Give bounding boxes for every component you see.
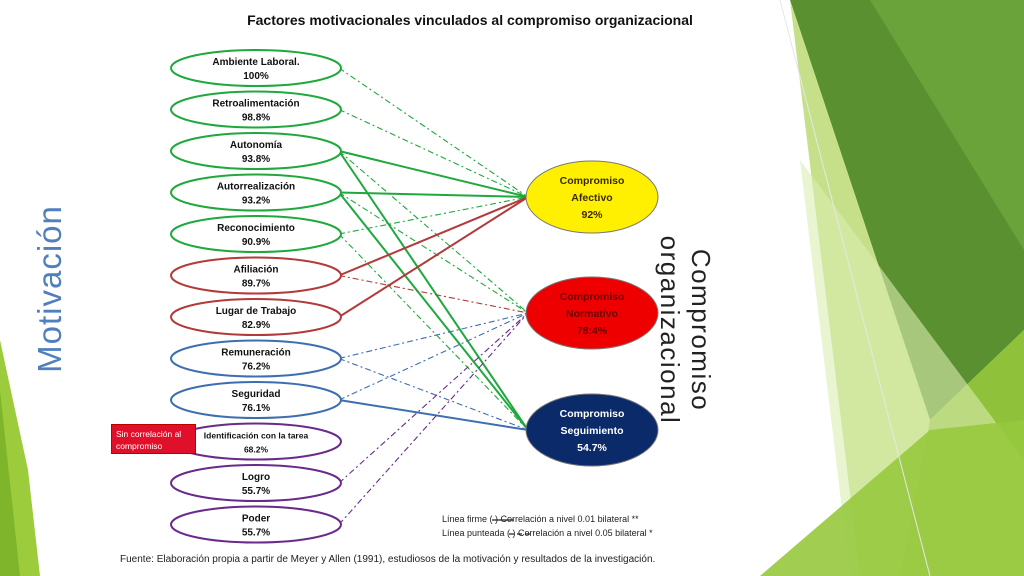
factor-node: Lugar de Trabajo 82.9% <box>170 298 342 336</box>
factor-node: Logro 55.7% <box>170 464 342 502</box>
diagram-title: Factores motivacionales vinculados al co… <box>247 12 693 28</box>
commitment-label: Afectivo <box>571 192 612 204</box>
factor-value: 55.7% <box>242 528 270 539</box>
commitment-label: Normativo <box>566 308 618 320</box>
factor-value: 68.2% <box>244 445 269 455</box>
factor-node: Afiliación 89.7% <box>170 256 342 295</box>
factor-name: Logro <box>242 472 270 483</box>
factor-name: Afiliación <box>233 265 278 276</box>
factor-name: Retroalimentación <box>212 99 299 110</box>
commitment-ellipse <box>525 160 659 234</box>
factor-value: 76.2% <box>242 362 270 373</box>
no-correlation-badge: Sin correlación al compromiso <box>111 424 196 454</box>
commitment-axis-label: Compromiso organizacional <box>655 235 716 425</box>
factor-node: Reconocimiento 90.9% <box>170 215 342 253</box>
commitment-label: Compromiso <box>560 175 625 187</box>
factor-name: Remuneración <box>221 348 290 359</box>
connection-line <box>338 274 529 314</box>
factor-name: Lugar de Trabajo <box>216 306 297 317</box>
connection-line <box>338 233 529 431</box>
bg-right-green-2 <box>870 0 1024 250</box>
factor-name: Reconocimiento <box>217 223 295 234</box>
commitment-ellipse <box>525 276 659 350</box>
factor-node: Seguridad 76.1% <box>170 381 342 419</box>
factor-node: Identificación con la tarea 68.2% <box>170 422 342 461</box>
factor-node: Ambiente Laboral. 100% <box>170 49 342 87</box>
factor-value: 76.1% <box>242 403 270 414</box>
connection-line <box>338 192 529 314</box>
factor-value: 93.2% <box>242 196 270 207</box>
motivation-axis-label: Motivación <box>31 205 68 373</box>
commitment-value: 78:4% <box>577 325 608 337</box>
commitment-label: Seguimiento <box>560 425 623 437</box>
connection-line <box>338 357 529 431</box>
factor-ellipse <box>170 49 342 87</box>
factor-ellipse <box>170 256 342 295</box>
connection-line <box>338 312 529 360</box>
factor-ellipse <box>170 381 342 419</box>
connection-line <box>338 150 529 198</box>
commitment-value: 92% <box>581 209 603 221</box>
factor-name: Autorrealización <box>217 182 295 193</box>
legend-solid: Línea firme ( ) Correlación a nivel 0.01… <box>442 514 639 524</box>
commitment-label: Compromiso <box>560 291 625 303</box>
factor-node: Autorrealización 93.2% <box>170 173 342 212</box>
factor-ellipse <box>170 132 342 170</box>
connection-line <box>338 196 529 277</box>
factor-value: 93.8% <box>242 154 270 165</box>
factor-node: Poder 55.7% <box>170 505 342 544</box>
connection-line <box>338 191 529 198</box>
bg-left-green-shape-2 <box>0 390 20 576</box>
bg-right-bottom-green <box>760 420 1024 576</box>
factor-name: Identificación con la tarea <box>204 431 309 441</box>
connection-line <box>338 191 529 431</box>
factor-value: 82.9% <box>242 320 270 331</box>
commitment-value: 54.7% <box>577 442 607 454</box>
factor-ellipse <box>170 298 342 336</box>
factor-ellipse <box>170 215 342 253</box>
connection-line <box>338 196 529 318</box>
commitment-label: Compromiso <box>560 408 625 420</box>
factor-name: Autonomía <box>230 140 283 151</box>
factor-ellipse <box>170 339 342 378</box>
legend-dashed: Línea punteada ( ) Correlación a nivel 0… <box>442 528 653 538</box>
factor-node: Retroalimentación 98.8% <box>170 90 342 129</box>
factor-value: 89.7% <box>242 279 270 290</box>
factor-value: 90.9% <box>242 237 270 248</box>
connection-line <box>338 399 529 431</box>
factor-node: Autonomía 93.8% <box>170 132 342 170</box>
connection-line <box>338 150 529 431</box>
factor-ellipse <box>170 90 342 129</box>
factor-ellipse <box>170 173 342 212</box>
factor-value: 98.8% <box>242 113 270 124</box>
connection-line <box>338 312 529 401</box>
source-note: Fuente: Elaboración propia a partir de M… <box>120 554 656 565</box>
factor-value: 100% <box>243 71 269 82</box>
bg-thin-line <box>779 0 931 576</box>
connection-line <box>338 312 529 525</box>
factor-value: 55.7% <box>242 486 270 497</box>
connection-line <box>338 312 529 484</box>
factor-node: Remuneración 76.2% <box>170 339 342 378</box>
factor-name: Seguridad <box>232 389 281 400</box>
factor-name: Ambiente Laboral. <box>212 57 299 68</box>
commitment-ellipse <box>525 393 659 467</box>
factor-ellipse <box>170 464 342 502</box>
connection-line <box>338 196 529 235</box>
factor-ellipse <box>170 505 342 544</box>
connection-line <box>338 109 529 198</box>
connection-line <box>338 67 529 198</box>
factor-name: Poder <box>242 514 270 525</box>
